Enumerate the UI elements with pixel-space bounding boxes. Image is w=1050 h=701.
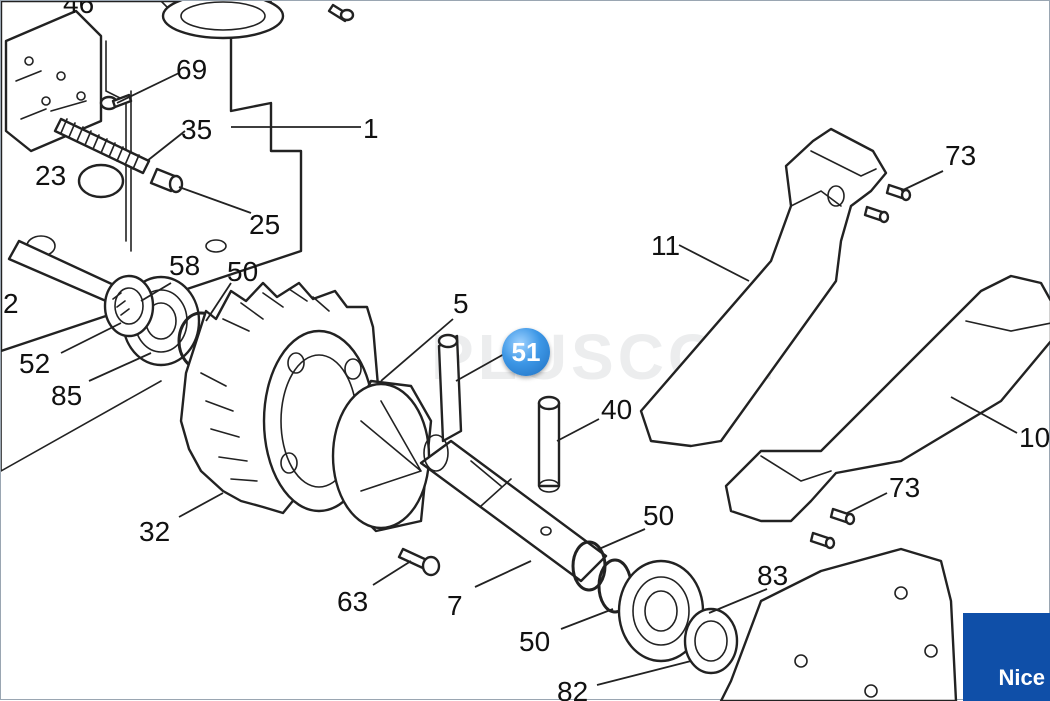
lever-11 bbox=[639, 127, 888, 448]
label-10: 10 bbox=[1019, 422, 1050, 453]
label-23: 23 bbox=[35, 160, 66, 191]
label-69: 69 bbox=[176, 54, 207, 85]
label-11: 11 bbox=[651, 230, 680, 261]
pins-73-upper bbox=[863, 183, 912, 224]
lever-10 bbox=[724, 274, 1050, 523]
pulley bbox=[161, 1, 285, 40]
brand-logo: Nice bbox=[963, 613, 1050, 701]
clutch-hub bbox=[331, 379, 433, 533]
label-1: 1 bbox=[363, 113, 379, 144]
label-32: 32 bbox=[139, 516, 170, 547]
label-63: 63 bbox=[337, 586, 368, 617]
label-83: 83 bbox=[757, 560, 788, 591]
pins-73-lower bbox=[809, 507, 856, 550]
label-58: 58 bbox=[169, 250, 200, 281]
label-2: 2 bbox=[3, 288, 19, 319]
label-46: 46 bbox=[63, 1, 94, 19]
ring-58 bbox=[103, 274, 155, 338]
label-85: 85 bbox=[51, 380, 82, 411]
label-50-left: 50 bbox=[227, 256, 258, 287]
ring-82 bbox=[683, 607, 739, 675]
part-labels: 46 69 1 35 23 25 58 50 2 52 85 32 5 40 1… bbox=[3, 1, 1050, 701]
label-40: 40 bbox=[601, 394, 632, 425]
base-plate bbox=[719, 547, 958, 701]
label-73-upper: 73 bbox=[945, 140, 976, 171]
label-50-bottom: 50 bbox=[519, 626, 550, 657]
label-52: 52 bbox=[19, 348, 50, 379]
label-7: 7 bbox=[447, 590, 463, 621]
label-25: 25 bbox=[249, 209, 280, 240]
label-5: 5 bbox=[453, 288, 469, 319]
label-73-lower: 73 bbox=[889, 472, 920, 503]
leader-lines bbox=[60, 72, 1018, 686]
key-5 bbox=[437, 333, 463, 443]
label-50-shaft: 50 bbox=[643, 500, 674, 531]
shaft-7 bbox=[419, 434, 608, 583]
screw-top bbox=[327, 3, 355, 23]
pin-25 bbox=[149, 167, 184, 194]
screw-63 bbox=[397, 547, 441, 577]
control-board-46 bbox=[4, 9, 103, 153]
label-82: 82 bbox=[557, 676, 588, 701]
pin-40 bbox=[537, 395, 561, 493]
label-35: 35 bbox=[181, 114, 212, 145]
part-51-hotspot-button[interactable]: 51 bbox=[502, 328, 550, 376]
spring-35 bbox=[53, 117, 151, 175]
